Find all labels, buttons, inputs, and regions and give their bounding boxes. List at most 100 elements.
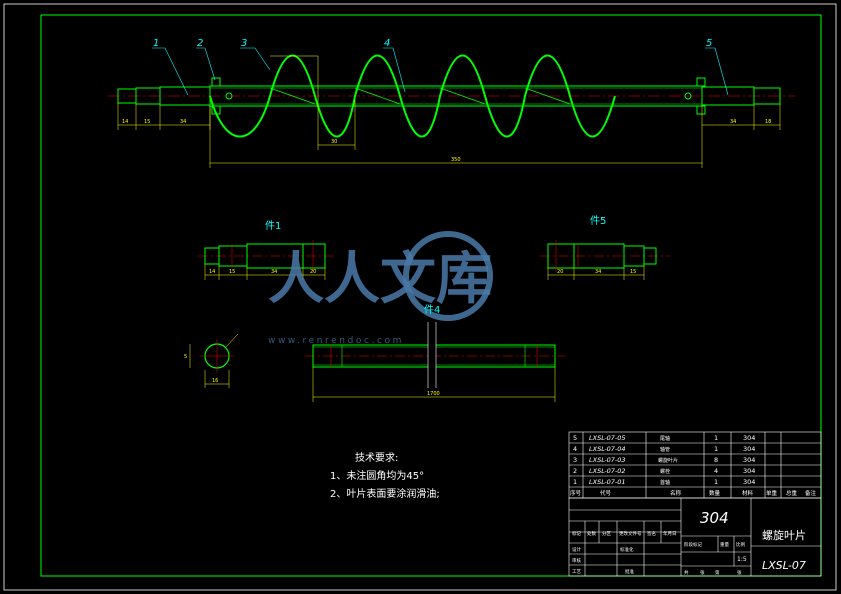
- part5-dim-34: 34: [595, 269, 601, 275]
- part-number-3: 3: [241, 38, 247, 49]
- svg-text:尾轴: 尾轴: [660, 435, 670, 442]
- title-scale: 1:5: [737, 556, 747, 563]
- svg-text:张: 张: [737, 569, 742, 576]
- part4-view: [305, 322, 565, 402]
- part1-dim-34: 34: [271, 269, 277, 275]
- svg-text:螺栓: 螺栓: [660, 468, 670, 475]
- dim-pitch: 30: [331, 139, 337, 145]
- svg-text:304: 304: [743, 467, 755, 475]
- svg-text:螺旋叶片: 螺旋叶片: [658, 457, 678, 464]
- part1-label: 件1: [265, 220, 281, 232]
- watermark-text: 人人文库: [268, 247, 492, 312]
- svg-text:304: 304: [743, 434, 755, 442]
- tech-req-item-2: 2、叶片表面要涂润滑油;: [330, 487, 440, 500]
- part-number-5: 5: [706, 38, 712, 49]
- svg-text:重量: 重量: [720, 541, 729, 548]
- bom-row: 5 LXSL-07-05 尾轴 1 304: [573, 434, 755, 442]
- svg-text:LXSL-07-01: LXSL-07-01: [589, 478, 626, 486]
- svg-text:LXSL-07-05: LXSL-07-05: [589, 434, 626, 442]
- svg-text:设计: 设计: [572, 546, 581, 553]
- dim-14: 14: [122, 119, 128, 125]
- svg-text:标记: 标记: [572, 530, 581, 537]
- svg-text:总重: 总重: [786, 489, 798, 497]
- svg-text:处数: 处数: [587, 530, 596, 537]
- part5-label: 件5: [590, 215, 606, 227]
- part-number-4: 4: [384, 38, 390, 49]
- svg-text:3: 3: [573, 456, 577, 464]
- svg-text:304: 304: [743, 445, 755, 453]
- part1-dim-20: 20: [310, 269, 316, 275]
- svg-text:304: 304: [743, 478, 755, 486]
- role-labels: 设计 审核 工艺 标准化 批准: [572, 546, 634, 575]
- part4-dim-1700: 1700: [427, 391, 440, 397]
- watermark-url: www.renrendoc.com: [268, 336, 404, 346]
- part4-label: 件4: [424, 304, 440, 316]
- svg-text:首轴: 首轴: [660, 479, 670, 486]
- part-number-2: 2: [197, 38, 203, 49]
- svg-text:备注: 备注: [805, 489, 817, 497]
- title-material: 304: [700, 509, 729, 527]
- svg-text:张: 张: [700, 569, 705, 576]
- dim-15: 15: [144, 119, 150, 125]
- outer-frame: [3, 3, 837, 591]
- assembly-view: [108, 47, 795, 168]
- svg-text:数量: 数量: [709, 489, 721, 497]
- svg-text:LXSL-07-03: LXSL-07-03: [589, 456, 626, 464]
- bom-row: 3 LXSL-07-03 螺旋叶片 8 304: [573, 456, 755, 464]
- title-drawing-name: 螺旋叶片: [762, 528, 806, 542]
- svg-text:审核: 审核: [572, 557, 581, 564]
- dim-18: 18: [765, 119, 771, 125]
- section-dim-5: 5: [184, 354, 187, 360]
- bom-header: 序号 代号 名称 数量 材料 单重 总重 备注: [570, 489, 817, 497]
- tech-req-title: 技术要求:: [355, 451, 398, 464]
- title-drawing-code: LXSL-07: [762, 559, 806, 572]
- svg-text:1: 1: [714, 434, 718, 442]
- revision-header: 标记 处数 分区 更改文件号 签名 年月日: [572, 530, 677, 537]
- part5-view: [540, 240, 670, 280]
- dim-34-right: 34: [730, 119, 736, 125]
- part-number-1: 1: [153, 38, 159, 49]
- svg-text:批准: 批准: [625, 568, 634, 575]
- svg-text:共: 共: [684, 569, 689, 576]
- svg-text:8: 8: [714, 456, 718, 464]
- svg-text:轴管: 轴管: [660, 446, 670, 453]
- svg-text:4: 4: [714, 467, 718, 475]
- svg-text:分区: 分区: [602, 530, 611, 537]
- svg-text:年月日: 年月日: [663, 530, 677, 537]
- drawing-border: [40, 14, 822, 577]
- part1-dim-15: 15: [229, 269, 235, 275]
- svg-text:5: 5: [573, 434, 577, 442]
- part1-view: [198, 240, 335, 280]
- tech-req-item-1: 1、未注圆角均为45°: [330, 469, 424, 482]
- svg-text:4: 4: [573, 445, 577, 453]
- title-block: [568, 497, 822, 577]
- part5-dim-20: 20: [557, 269, 563, 275]
- svg-text:材料: 材料: [742, 489, 754, 497]
- part1-dim-14: 14: [209, 269, 215, 275]
- svg-text:序号: 序号: [570, 489, 582, 497]
- section-view: [189, 333, 239, 388]
- svg-text:1: 1: [573, 478, 577, 486]
- bom-row: 2 LXSL-07-02 螺栓 4 304: [573, 467, 755, 475]
- svg-text:LXSL-07-04: LXSL-07-04: [589, 445, 626, 453]
- svg-text:304: 304: [743, 456, 755, 464]
- watermark: [403, 231, 493, 321]
- svg-text:更改文件号: 更改文件号: [619, 530, 642, 537]
- section-dim-16: 16: [212, 378, 218, 384]
- svg-text:单重: 单重: [766, 489, 778, 497]
- svg-text:比例: 比例: [736, 541, 745, 548]
- svg-text:名称: 名称: [670, 489, 682, 497]
- svg-text:阶段标记: 阶段标记: [684, 541, 702, 548]
- svg-text:工艺: 工艺: [572, 569, 581, 575]
- bom-row: 4 LXSL-07-04 轴管 1 304: [573, 445, 755, 453]
- svg-text:代号: 代号: [600, 489, 612, 497]
- dim-overall: 350: [451, 157, 461, 163]
- svg-text:LXSL-07-02: LXSL-07-02: [589, 467, 626, 475]
- svg-text:第: 第: [715, 569, 720, 576]
- bom-row: 1 LXSL-07-01 首轴 1 304: [573, 478, 755, 486]
- dim-34-left: 34: [180, 119, 186, 125]
- svg-text:1: 1: [714, 445, 718, 453]
- svg-text:签名: 签名: [647, 530, 656, 537]
- svg-text:1: 1: [714, 478, 718, 486]
